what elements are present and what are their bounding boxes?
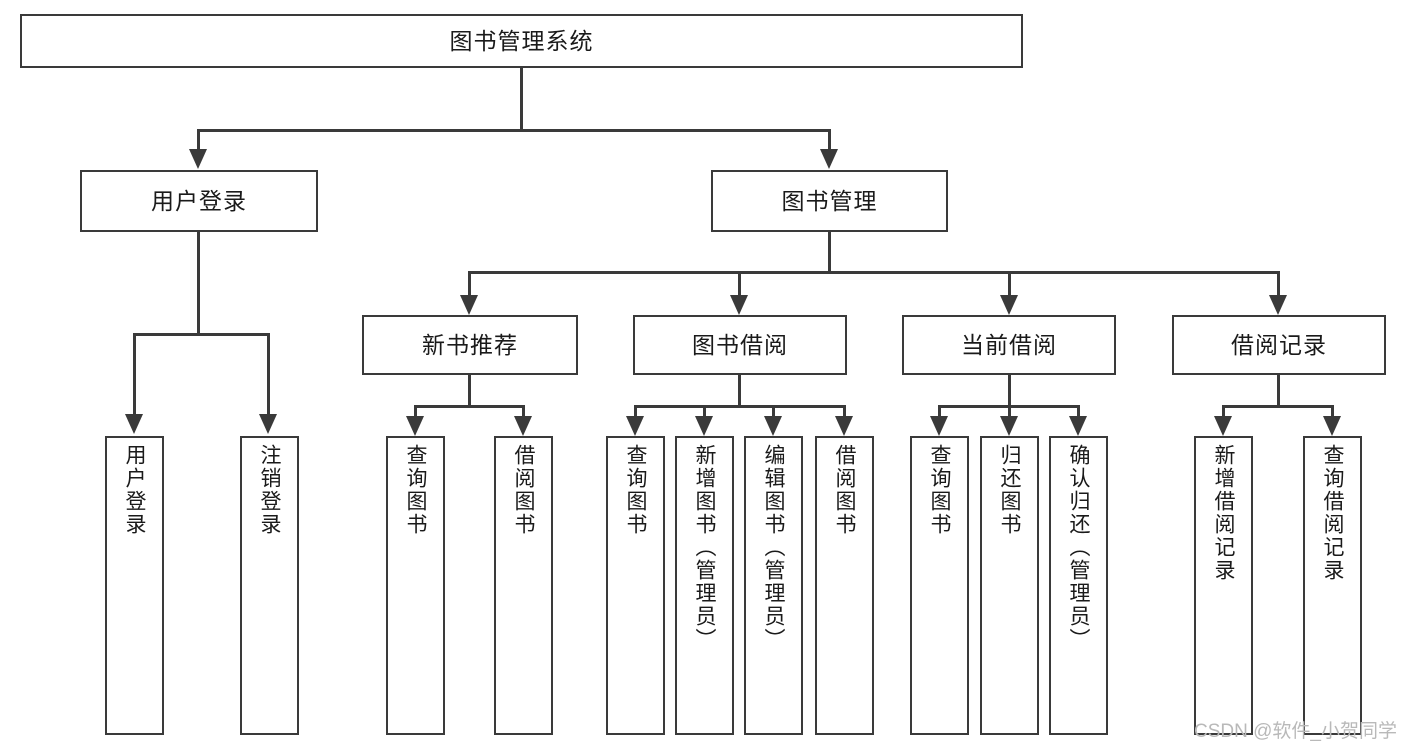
node-label: 编辑图书（管理员）: [762, 444, 785, 651]
node-current-borrow[interactable]: 当前借阅: [902, 315, 1116, 375]
connector-level2-bus: [197, 129, 831, 132]
connector-cb-drop-3: [1077, 405, 1080, 419]
connector-bb-drop-3: [772, 405, 775, 419]
connector-bb-drop-1: [634, 405, 637, 419]
node-user-login[interactable]: 用户登录: [80, 170, 318, 232]
node-label: 新书推荐: [422, 331, 518, 358]
connector-new-book-stem: [468, 375, 471, 405]
connector-cb-drop-1: [938, 405, 941, 419]
connector-root-stem: [520, 68, 523, 129]
node-label: 借阅图书: [512, 444, 535, 536]
leaf-nb-borrow-book[interactable]: 借阅图书: [494, 436, 553, 735]
arrowhead-nb-leaf-1: [406, 416, 424, 436]
connector-to-current-borrow: [1008, 271, 1011, 297]
leaf-nb-query-book[interactable]: 查询图书: [386, 436, 445, 735]
connector-to-book-manage: [828, 129, 831, 151]
node-label: 新增图书（管理员）: [693, 444, 716, 651]
connector-user-login-drop-1: [133, 333, 136, 416]
node-label: 确认归还（管理员）: [1067, 444, 1090, 651]
connector-br-drop-1: [1222, 405, 1225, 419]
leaf-bb-borrow-book[interactable]: 借阅图书: [815, 436, 874, 735]
arrowhead-bb-leaf-3: [764, 416, 782, 436]
connector-user-login-bus: [133, 333, 270, 336]
node-label: 查询图书: [928, 444, 951, 536]
connector-borrow-record-stem: [1277, 375, 1280, 405]
leaf-bb-edit-book-admin[interactable]: 编辑图书（管理员）: [744, 436, 803, 735]
connector-bb-drop-4: [843, 405, 846, 419]
arrowhead-new-book: [460, 295, 478, 315]
arrowhead-leaf-user-login: [125, 414, 143, 434]
connector-current-borrow-stem: [1008, 375, 1011, 405]
connector-book-manage-stem: [828, 232, 831, 271]
node-root-system[interactable]: 图书管理系统: [20, 14, 1023, 68]
arrowhead-book-borrow: [730, 295, 748, 315]
node-book-management[interactable]: 图书管理: [711, 170, 948, 232]
connector-user-login-stem: [197, 232, 200, 333]
node-label: 归还图书: [998, 444, 1021, 536]
connector-cb-drop-2: [1008, 405, 1011, 419]
node-label: 图书管理系统: [449, 27, 594, 54]
arrowhead-user-login: [189, 149, 207, 169]
node-label: 图书借阅: [692, 331, 788, 358]
leaf-bb-add-book-admin[interactable]: 新增图书（管理员）: [675, 436, 734, 735]
connector-book-borrow-stem: [738, 375, 741, 405]
arrowhead-cb-leaf-3: [1069, 416, 1087, 436]
connector-bb-drop-2: [703, 405, 706, 419]
arrowhead-br-leaf-1: [1214, 416, 1232, 436]
leaf-cb-return-book[interactable]: 归还图书: [980, 436, 1039, 735]
leaf-cb-confirm-return-admin[interactable]: 确认归还（管理员）: [1049, 436, 1108, 735]
connector-user-login-drop-2: [267, 333, 270, 416]
leaf-cb-query-book[interactable]: 查询图书: [910, 436, 969, 735]
arrowhead-cb-leaf-2: [1000, 416, 1018, 436]
node-new-book-recommend[interactable]: 新书推荐: [362, 315, 578, 375]
leaf-br-query-record[interactable]: 查询借阅记录: [1303, 436, 1362, 735]
leaf-logout[interactable]: 注销登录: [240, 436, 299, 735]
arrowhead-bb-leaf-1: [626, 416, 644, 436]
connector-to-new-book: [468, 271, 471, 297]
arrowhead-nb-leaf-2: [514, 416, 532, 436]
leaf-user-login[interactable]: 用户登录: [105, 436, 164, 735]
connector-to-user-login: [197, 129, 200, 151]
connector-borrow-record-bus: [1222, 405, 1334, 408]
arrowhead-book-manage: [820, 149, 838, 169]
connector-to-book-borrow: [738, 271, 741, 297]
arrowhead-bb-leaf-2: [695, 416, 713, 436]
arrowhead-cb-leaf-1: [930, 416, 948, 436]
arrowhead-br-leaf-2: [1323, 416, 1341, 436]
node-book-borrow[interactable]: 图书借阅: [633, 315, 847, 375]
node-label: 查询图书: [624, 444, 647, 536]
node-label: 查询借阅记录: [1321, 444, 1344, 582]
arrowhead-bb-leaf-4: [835, 416, 853, 436]
csdn-watermark: CSDN @软件_小贺同学: [1194, 721, 1397, 742]
arrowhead-current-borrow: [1000, 295, 1018, 315]
node-label: 借阅图书: [833, 444, 856, 536]
connector-br-drop-2: [1331, 405, 1334, 419]
node-borrow-record[interactable]: 借阅记录: [1172, 315, 1386, 375]
node-label: 当前借阅: [961, 331, 1057, 358]
connector-book-borrow-bus: [634, 405, 846, 408]
node-label: 注销登录: [258, 444, 281, 536]
leaf-bb-query-book[interactable]: 查询图书: [606, 436, 665, 735]
node-label: 借阅记录: [1231, 331, 1327, 358]
node-label: 用户登录: [123, 444, 146, 536]
connector-new-book-drop-1: [414, 405, 417, 419]
connector-to-borrow-record: [1277, 271, 1280, 297]
node-label: 图书管理: [781, 187, 878, 214]
leaf-br-add-record[interactable]: 新增借阅记录: [1194, 436, 1253, 735]
node-label: 查询图书: [404, 444, 427, 536]
connector-new-book-drop-2: [522, 405, 525, 419]
arrowhead-leaf-logout: [259, 414, 277, 434]
node-label: 新增借阅记录: [1212, 444, 1235, 582]
node-label: 用户登录: [151, 187, 247, 214]
connector-new-book-bus: [414, 405, 525, 408]
connector-level3-bus: [468, 271, 1280, 274]
arrowhead-borrow-record: [1269, 295, 1287, 315]
